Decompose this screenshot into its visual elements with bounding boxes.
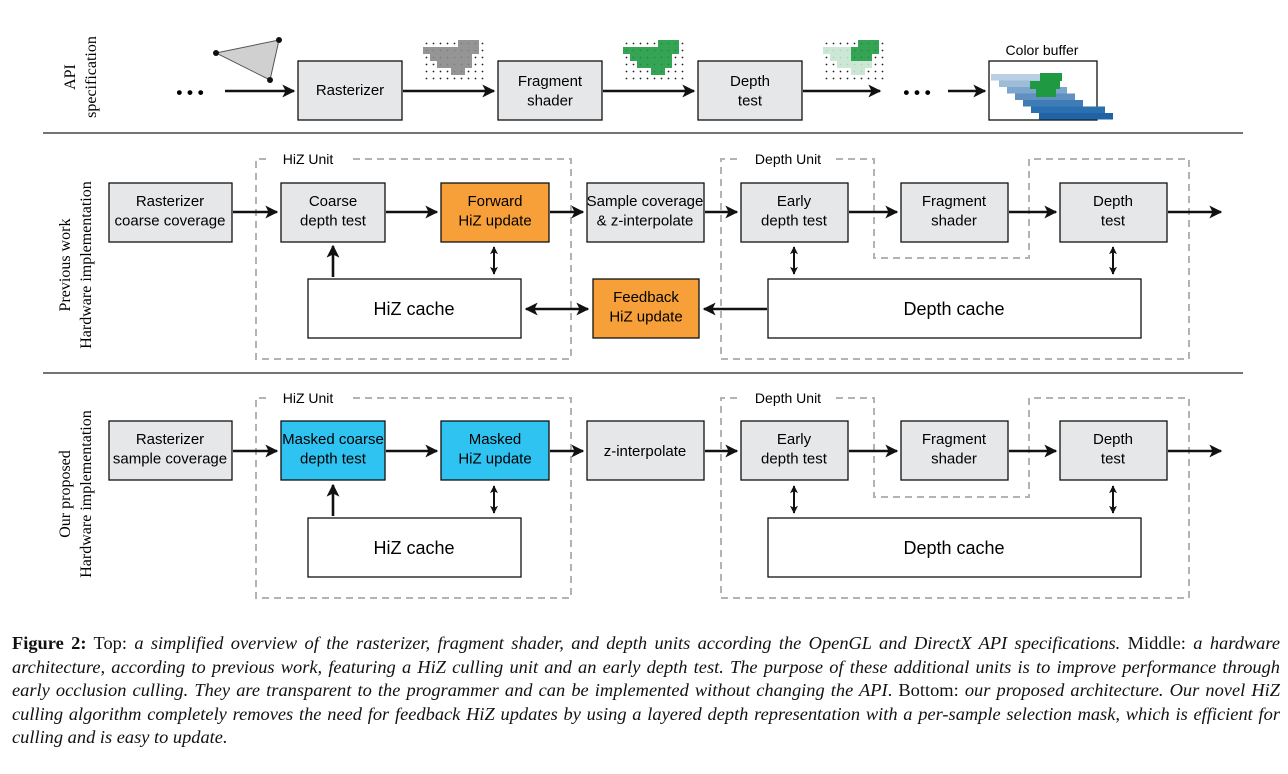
feedback-hiz-update-box: [592, 278, 700, 339]
sample-coverage-label: Sample coverage& z-interpolate: [587, 193, 704, 230]
depth-unit-label: Depth Unit: [755, 151, 821, 167]
masked-coarse-depth-test-box: [280, 420, 386, 481]
fragment-grid-depth-tested: [823, 40, 884, 80]
color-buffer-image: [991, 73, 1113, 120]
depth-cache-label-bottom: Depth cache: [903, 538, 1004, 558]
hiz-unit-region-bottom: HiZ Unit: [255, 390, 572, 599]
hiz-cache-box: [307, 278, 522, 339]
depth-test-box: [697, 60, 803, 121]
rasterizer-label: Rasterizer: [316, 82, 384, 99]
fragment-shader-box-mid: [900, 182, 1009, 243]
depth-cache-box: [767, 278, 1142, 339]
figure-label: Figure 2:: [12, 633, 87, 653]
figure-caption: Figure 2: Top: a simplified overview of …: [12, 633, 1280, 747]
triangle-primitive: [213, 37, 282, 83]
fragment-grid-gray: [423, 40, 484, 80]
depth-unit-region-bottom: Depth Unit: [720, 390, 1190, 599]
masked-hiz-update-box: [440, 420, 550, 481]
early-depth-test-box: [740, 182, 849, 243]
caption-top-text: a simplified overview of the rasterizer,…: [134, 633, 1121, 653]
rasterizer-box: [297, 60, 403, 121]
depth-unit-label-bottom: Depth Unit: [755, 390, 821, 406]
hiz-unit-label-bottom: HiZ Unit: [283, 390, 334, 406]
hiz-cache-label-bottom: HiZ cache: [373, 538, 454, 558]
hiz-unit-region: HiZ Unit: [255, 151, 572, 360]
rasterizer-sample-box: [108, 420, 233, 481]
ellipsis-left: • • •: [176, 83, 203, 102]
coarse-depth-test-box: [280, 182, 386, 243]
sample-coverage-box: [586, 182, 705, 243]
hiz-unit-label: HiZ Unit: [283, 151, 334, 167]
z-interpolate-box: [586, 420, 705, 481]
depth-test-box-bottom: [1059, 420, 1168, 481]
depth-unit-region: Depth Unit: [720, 151, 1190, 360]
depth-cache-label: Depth cache: [903, 299, 1004, 319]
hiz-cache-box-bottom: [307, 517, 522, 578]
caption-top-label: Top: [93, 633, 122, 653]
early-depth-test-box-bottom: [740, 420, 849, 481]
depth-cache-box-bottom: [767, 517, 1142, 578]
caption-middle-label: Middle: [1127, 633, 1181, 653]
fragment-grid-green: [623, 40, 684, 80]
z-interpolate-label: z-interpolate: [604, 443, 687, 460]
forward-hiz-update-box: [440, 182, 550, 243]
caption-middle-text: a hardware architecture, according to pr…: [12, 633, 1280, 700]
fragment-shader-box-bottom: [900, 420, 1009, 481]
caption-bottom-text: our proposed architecture. Our novel HiZ…: [12, 680, 1280, 747]
hiz-cache-label: HiZ cache: [373, 299, 454, 319]
depth-test-box-mid: [1059, 182, 1168, 243]
fragment-shader-box: [497, 60, 603, 121]
ellipsis-right: • • •: [903, 83, 930, 102]
caption-bottom-label: Bottom: [898, 680, 954, 700]
rasterizer-coarse-box: [108, 182, 233, 243]
color-buffer-label: Color buffer: [1006, 42, 1079, 58]
